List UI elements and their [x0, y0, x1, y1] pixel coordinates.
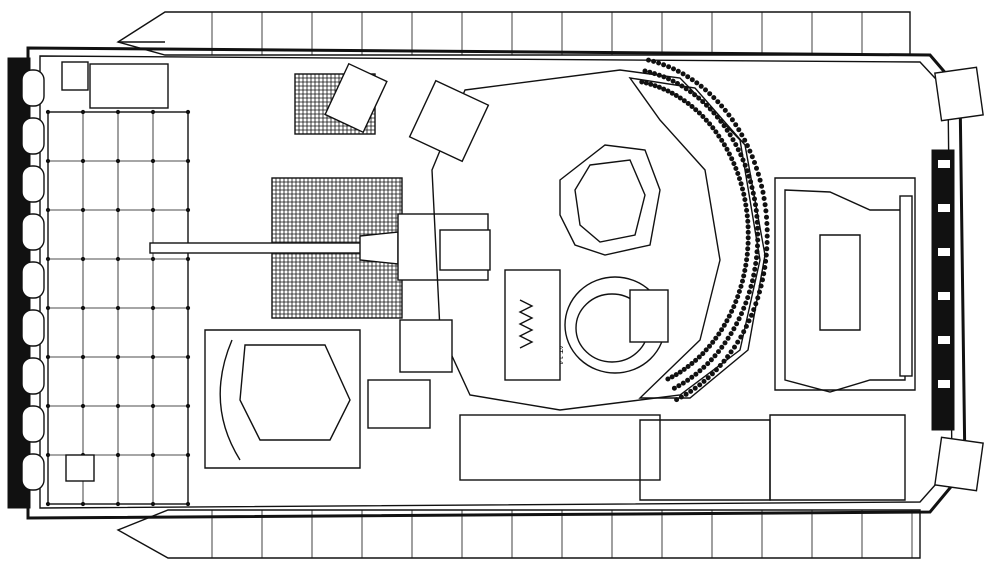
driver-compartment	[204, 319, 453, 469]
right-track-links	[931, 149, 955, 431]
left-track-links	[7, 57, 45, 509]
lower-hull-panels	[459, 414, 906, 501]
turret-ring	[431, 57, 770, 411]
rear-troop-door	[774, 177, 916, 393]
periscope-blocks	[324, 62, 984, 492]
gun-barrel	[149, 213, 491, 281]
turret-traverse-gear	[504, 269, 561, 381]
top-track-skirt	[116, 11, 911, 56]
gunner-hatch: AT 14	[556, 276, 669, 374]
front-glacis-plate	[45, 61, 191, 507]
commander-hatch	[559, 144, 661, 256]
bottom-track-skirt	[116, 509, 921, 559]
